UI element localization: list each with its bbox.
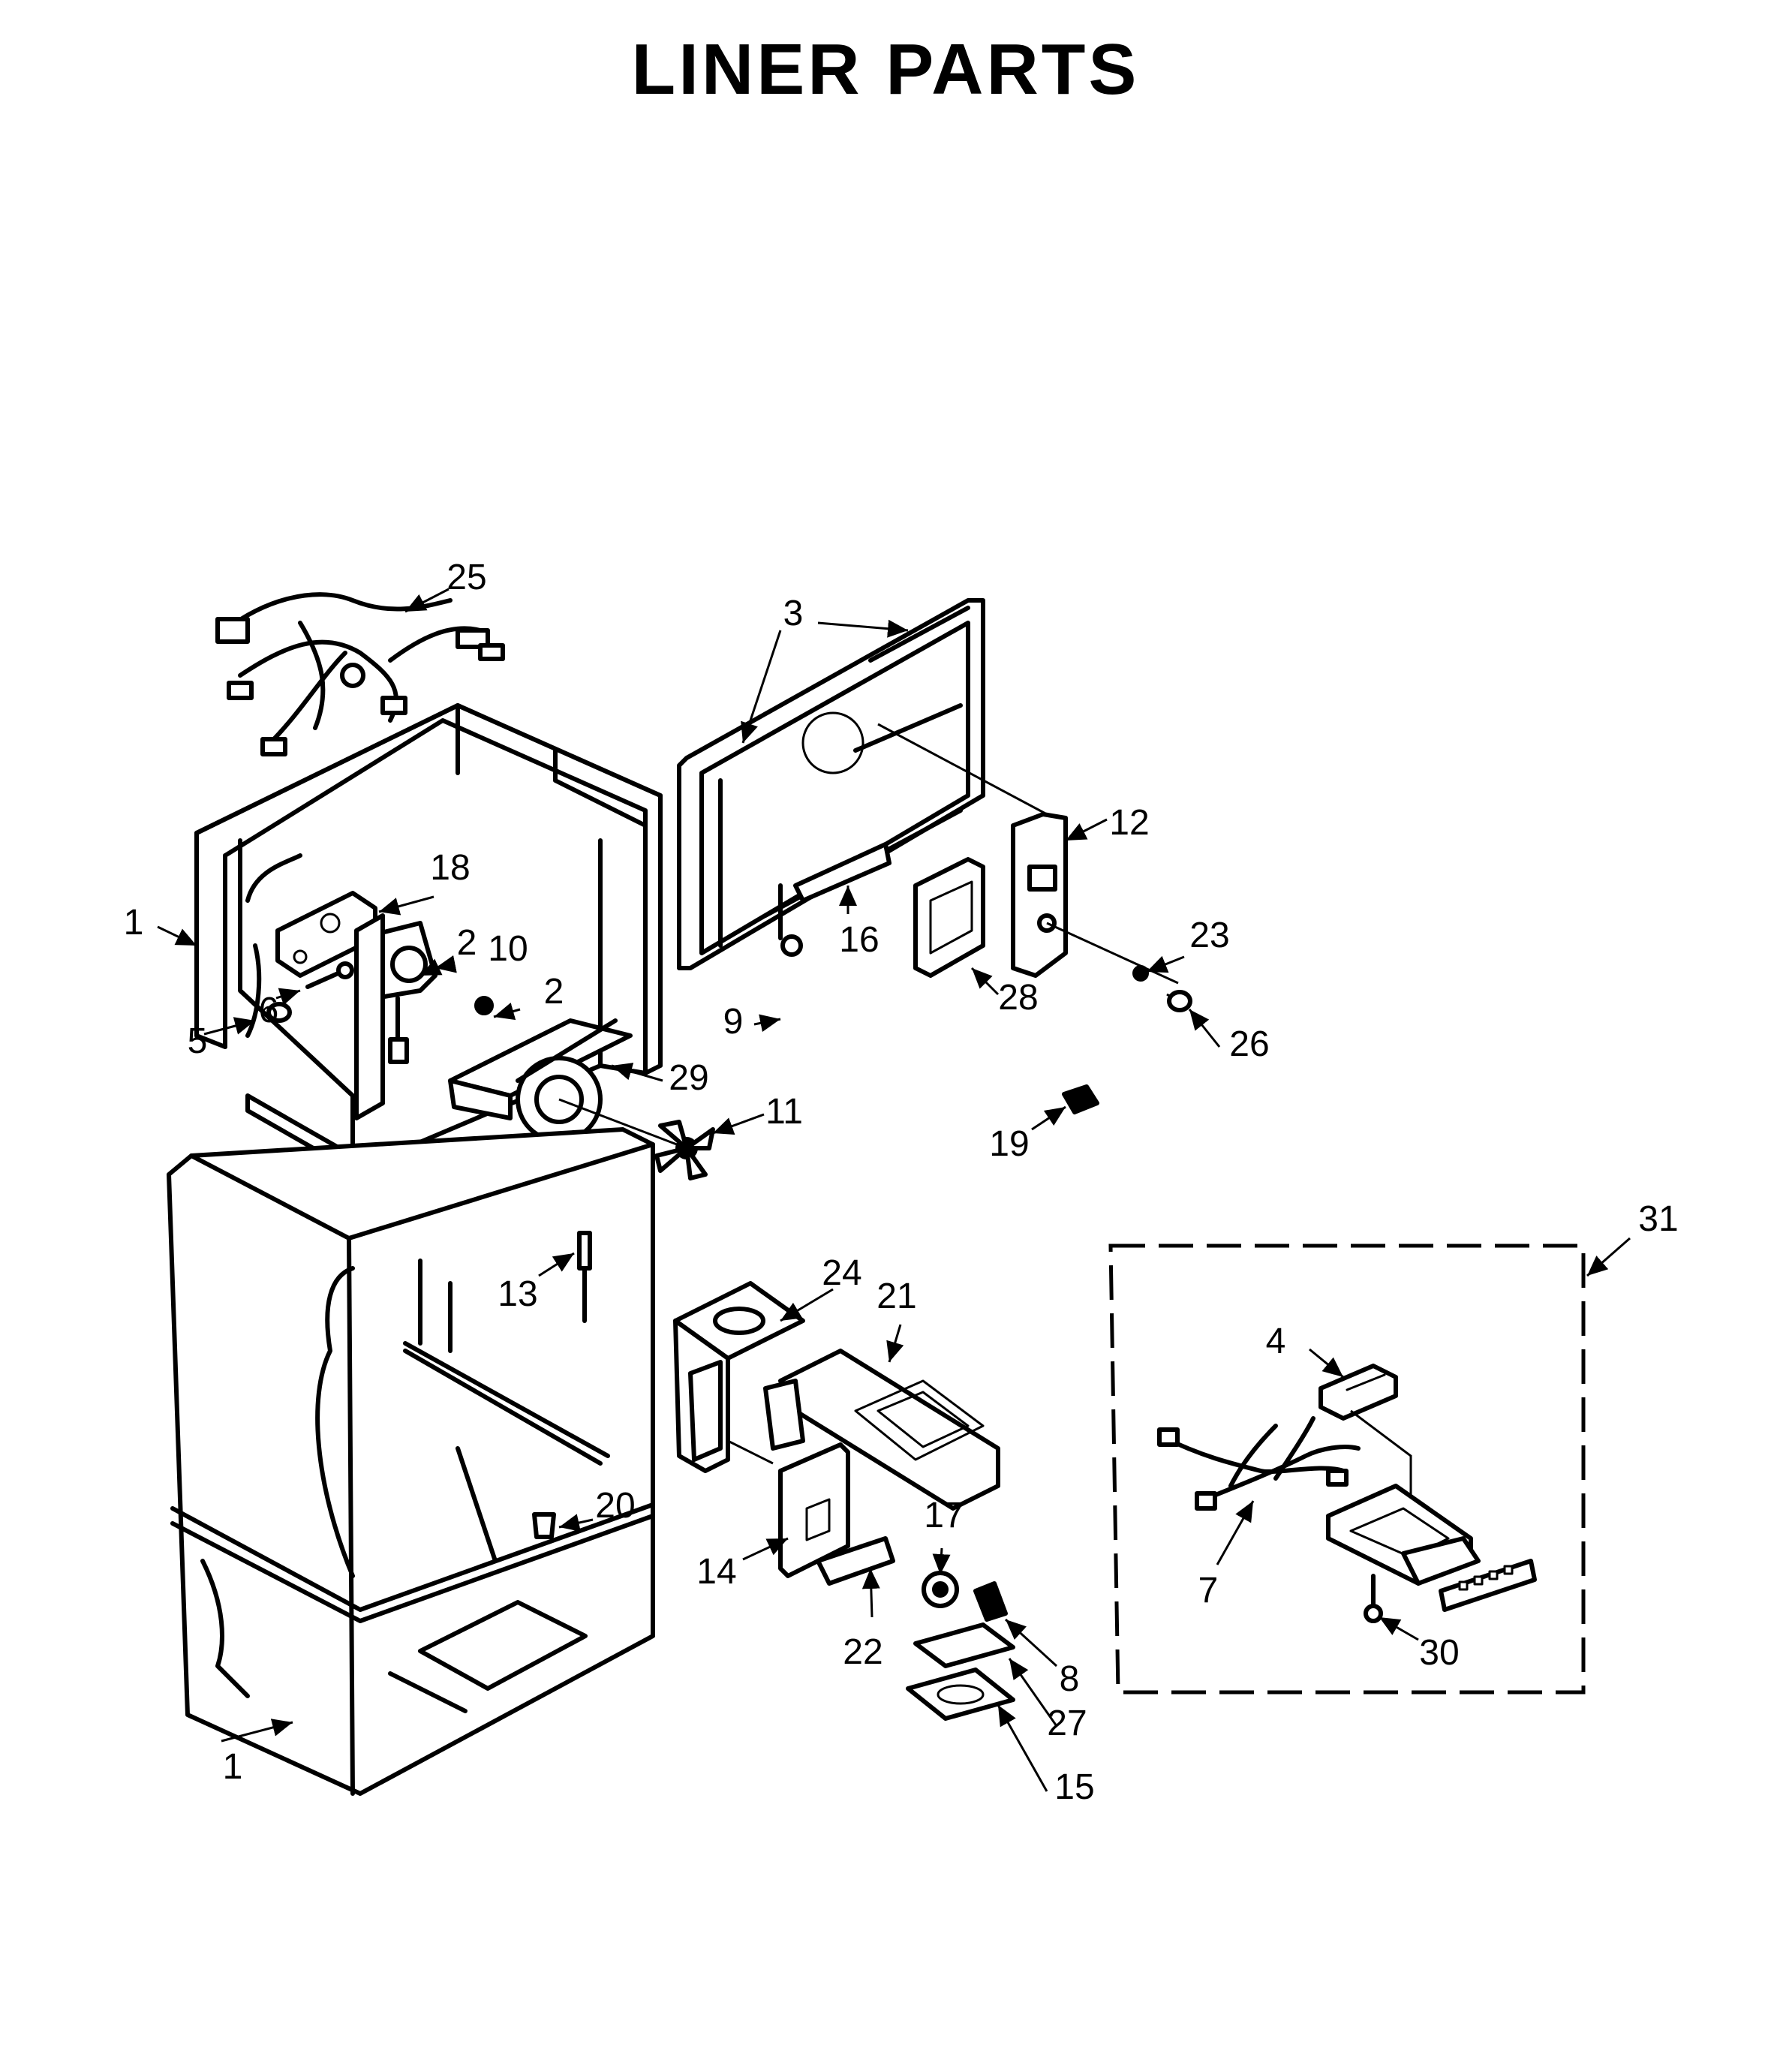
callout-12: 12 [1109,803,1149,843]
part-27-light-lens [913,1622,1015,1668]
callout-1-upper: 1 [124,903,144,943]
callout-14: 14 [696,1552,736,1592]
part-17-light-bulb [922,1571,959,1608]
callout-3: 3 [783,594,804,633]
part-11-fan-blade [558,1098,715,1180]
callout-29: 29 [669,1058,708,1098]
callout-2-upper: 2 [457,923,477,963]
callout-9: 9 [723,1002,744,1042]
part-16-air-duct [793,842,892,903]
callout-8: 8 [1060,1659,1080,1699]
part-14-filter-door [778,1442,850,1578]
callout-4: 4 [1266,1322,1286,1361]
callout-15: 15 [1054,1767,1094,1807]
callout-5: 5 [188,1021,208,1061]
callout-6: 6 [259,991,279,1030]
control-overlay-label [1439,1559,1537,1612]
callout-20: 20 [595,1486,635,1526]
callout-28: 28 [998,978,1038,1018]
callout-31: 31 [1638,1199,1678,1239]
part-26-knob [1167,990,1192,1012]
part-2-grommet-lower [474,996,494,1015]
callout-1-lower: 1 [223,1747,243,1787]
page-title: LINER PARTS [632,29,1140,110]
part-6-screw [305,961,354,989]
part-8-socket [973,1581,1008,1622]
leader-lines [157,588,1631,1792]
part-4-control-board [1318,1364,1398,1421]
callout-24: 24 [822,1253,861,1293]
part-28-light-shield [913,857,985,978]
callout-2-lower: 2 [544,972,564,1012]
evaporator-cover-panel [354,913,385,1120]
part-31-assembly-box [1108,1244,1586,1695]
callout-18: 18 [430,848,470,888]
part-29-fan-housing [448,1018,633,1143]
callout-11: 11 [765,1092,803,1132]
part-7-wire-harness [1157,1409,1412,1511]
callout-labels: 1 1 2 2 3 4 5 6 7 8 9 10 11 12 13 14 15 … [124,558,1679,1807]
control-housing-assembly [1326,1484,1481,1586]
callout-26: 26 [1229,1024,1269,1064]
callout-22: 22 [843,1632,882,1672]
part-25-wire-harness [215,592,505,756]
part-20-plug [532,1512,556,1539]
callout-27: 27 [1047,1704,1087,1743]
part-23-clip [1046,922,1179,985]
part-1-fresh-food-liner [167,1127,655,1796]
part-12-control-housing [877,723,1068,978]
callout-30: 30 [1419,1633,1459,1673]
part-19-switch [1062,1084,1099,1114]
callout-17: 17 [924,1496,964,1535]
callout-23: 23 [1189,916,1229,955]
part-30-screw [1364,1574,1383,1623]
part-21-crisper-cover-support [763,1349,1000,1511]
part-15-light-housing [906,1668,1015,1721]
callout-25: 25 [447,558,486,597]
part-13-thermistor [577,1231,592,1323]
callout-10: 10 [488,929,528,969]
callout-21: 21 [876,1277,916,1316]
callout-7: 7 [1198,1571,1219,1610]
callout-19: 19 [989,1124,1029,1164]
part-24-water-filter-housing [673,1281,805,1473]
callout-16: 16 [839,920,879,960]
callout-13: 13 [498,1274,537,1314]
part-9-screw [778,883,803,957]
part-22-filter-cap [816,1536,895,1586]
